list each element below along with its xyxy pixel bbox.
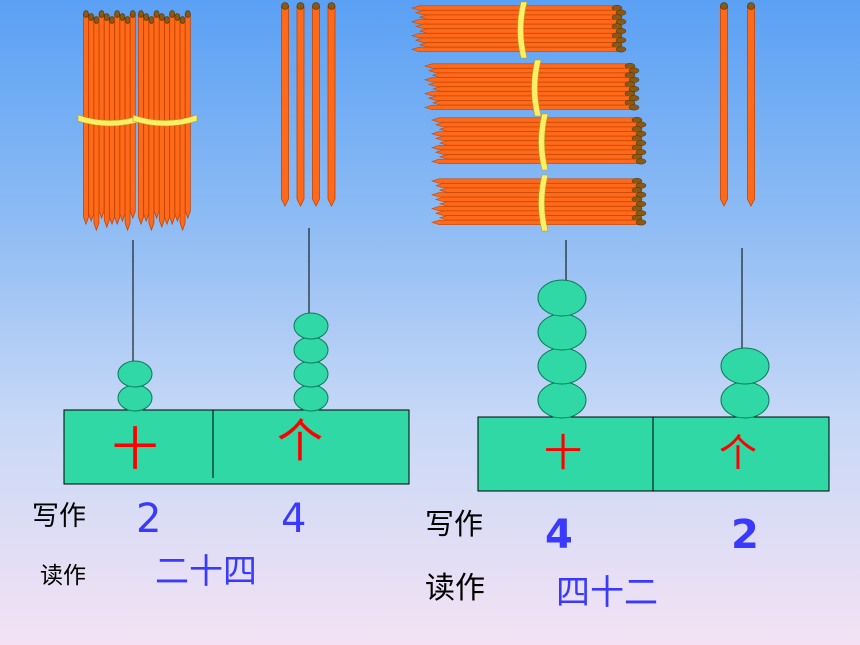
bundle-tie bbox=[517, 1, 528, 59]
right-ones-place-label: 个 bbox=[719, 431, 758, 475]
bundle-tie bbox=[538, 174, 549, 232]
left-ones-beads bbox=[293, 312, 329, 412]
counting-stick bbox=[414, 9, 627, 16]
bundle-tie bbox=[531, 59, 542, 117]
right-tens-place-label: 十 bbox=[544, 431, 583, 475]
counting-stick bbox=[427, 81, 636, 88]
counting-stick bbox=[153, 10, 160, 220]
stick-bundle bbox=[423, 59, 640, 117]
stick-bundle bbox=[430, 174, 647, 232]
counting-stick bbox=[98, 10, 105, 220]
left-read-label: 读作 bbox=[40, 563, 86, 589]
abacus-bead bbox=[720, 347, 770, 385]
counting-stick bbox=[423, 63, 636, 69]
left-ones-place-label: 个 bbox=[277, 414, 323, 468]
bundle-tie bbox=[132, 114, 198, 127]
counting-stick bbox=[423, 90, 636, 97]
right-reading: 四十二 bbox=[556, 573, 658, 613]
counting-stick bbox=[438, 214, 643, 221]
stick-bundle bbox=[410, 1, 627, 59]
right-tens-beads bbox=[537, 279, 587, 419]
left-write-label: 写作 bbox=[32, 501, 86, 532]
counting-stick bbox=[430, 144, 643, 151]
stick-bundle bbox=[132, 10, 198, 232]
left-tens-place-label: 十 bbox=[112, 422, 158, 476]
right-ones-digit: 2 bbox=[731, 512, 759, 558]
abacus-bead bbox=[293, 336, 329, 364]
right-write-label: 写作 bbox=[425, 507, 484, 541]
counting-stick bbox=[296, 2, 305, 207]
stick-bundle bbox=[77, 10, 143, 232]
abacus-bead bbox=[537, 347, 587, 385]
counting-stick bbox=[431, 99, 636, 106]
counting-stick bbox=[119, 13, 126, 223]
abacus-bead bbox=[720, 381, 770, 419]
abacus-bead bbox=[537, 313, 587, 351]
counting-stick bbox=[410, 5, 623, 11]
counting-stick bbox=[327, 2, 336, 207]
counting-stick bbox=[434, 135, 643, 142]
counting-stick bbox=[410, 32, 623, 39]
counting-stick bbox=[179, 16, 186, 232]
counting-stick bbox=[114, 10, 121, 226]
counting-stick bbox=[430, 191, 647, 198]
counting-stick bbox=[410, 18, 627, 25]
counting-stick bbox=[434, 121, 647, 128]
counting-stick bbox=[430, 178, 643, 184]
right-ones-beads bbox=[720, 347, 770, 419]
counting-stick bbox=[184, 10, 191, 220]
abacus-bead bbox=[117, 360, 153, 388]
abacus-bead bbox=[293, 312, 329, 340]
counting-stick bbox=[438, 187, 643, 194]
counting-stick bbox=[427, 67, 640, 74]
counting-stick bbox=[143, 13, 150, 223]
counting-stick bbox=[434, 149, 647, 156]
left-tens-bundles bbox=[77, 10, 198, 232]
abacus-bead bbox=[293, 384, 329, 412]
counting-stick bbox=[430, 205, 643, 212]
counting-stick bbox=[129, 10, 136, 220]
counting-stick bbox=[427, 95, 640, 102]
counting-stick bbox=[414, 23, 623, 30]
counting-stick bbox=[434, 210, 647, 217]
right-single-sticks bbox=[720, 2, 755, 207]
counting-stick bbox=[434, 182, 647, 189]
stick-bundle bbox=[430, 113, 647, 171]
left-single-sticks bbox=[281, 2, 336, 207]
counting-stick bbox=[438, 153, 643, 160]
counting-stick bbox=[430, 158, 647, 165]
left-ones-digit: 4 bbox=[281, 496, 307, 542]
abacus-bead bbox=[537, 381, 587, 419]
abacus-bead bbox=[117, 384, 153, 412]
counting-stick bbox=[124, 16, 131, 232]
counting-stick bbox=[410, 46, 627, 53]
left-reading: 二十四 bbox=[155, 552, 257, 592]
left-tens-beads bbox=[117, 360, 153, 412]
left-tens-digit: 2 bbox=[136, 496, 162, 542]
counting-stick bbox=[438, 126, 643, 133]
counting-stick bbox=[430, 219, 647, 226]
right-tens-digit: 4 bbox=[545, 512, 573, 558]
counting-stick bbox=[312, 2, 320, 207]
counting-stick bbox=[720, 2, 728, 207]
right-read-label: 读作 bbox=[425, 571, 485, 606]
right-tens-bundles bbox=[410, 1, 647, 232]
abacus-bead bbox=[537, 279, 587, 317]
bundle-tie bbox=[538, 113, 549, 171]
counting-stick bbox=[169, 10, 176, 226]
abacus-bead bbox=[293, 360, 329, 388]
counting-stick bbox=[430, 117, 643, 123]
counting-stick bbox=[430, 130, 647, 137]
left-place-value-board bbox=[63, 409, 410, 485]
counting-stick bbox=[747, 2, 755, 207]
counting-stick bbox=[434, 196, 643, 203]
counting-stick bbox=[423, 104, 640, 111]
counting-stick bbox=[174, 13, 181, 223]
counting-stick bbox=[281, 2, 289, 207]
counting-stick bbox=[88, 13, 95, 223]
